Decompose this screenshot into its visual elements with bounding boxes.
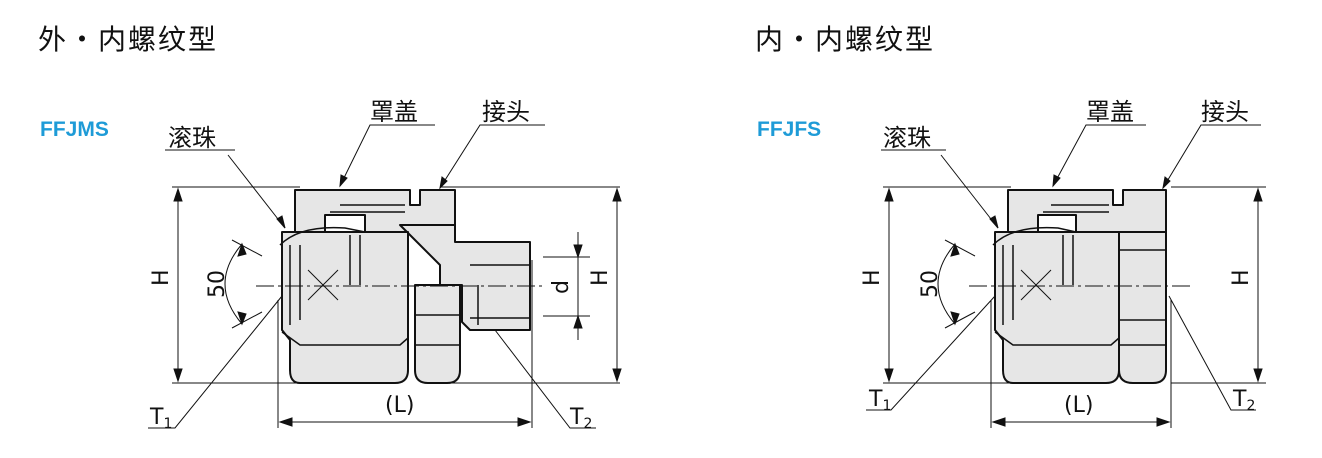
label-fitting: 接头 xyxy=(1201,98,1249,126)
dim-l: (L) xyxy=(385,393,414,418)
label-t1-sub: 1 xyxy=(163,416,172,432)
fitting-details xyxy=(992,204,1166,346)
dim-angle: 50 xyxy=(205,270,230,298)
dimension-h-left xyxy=(173,187,183,383)
label-t1: T1 xyxy=(868,387,891,414)
panel-title: 外・内螺纹型 xyxy=(38,23,219,56)
dim-h-right: H xyxy=(588,269,613,286)
angle-arc xyxy=(937,239,976,329)
leader-lines xyxy=(866,124,1261,411)
dimension-h-left xyxy=(884,187,894,383)
extension-lines xyxy=(172,186,620,428)
label-cap: 罩盖 xyxy=(1086,98,1134,126)
dimension-l xyxy=(991,417,1171,427)
dim-h-left: H xyxy=(860,269,885,286)
model-code: FFJFS xyxy=(757,118,822,141)
label-t2: T2 xyxy=(1232,387,1255,414)
label-t2-sub: 2 xyxy=(583,416,592,432)
label-t2: T2 xyxy=(569,405,592,432)
panel-female-female: 内・内螺纹型 FFJFS H H (L) xyxy=(661,0,1322,458)
ffjfs-drawing: H H (L) 50 xyxy=(860,98,1266,428)
label-cap: 罩盖 xyxy=(370,98,418,126)
dimension-h-right xyxy=(612,187,622,383)
label-t2-sub: 2 xyxy=(1246,398,1255,414)
label-t1-sub: 1 xyxy=(882,398,891,414)
label-t1-main: T xyxy=(868,387,883,412)
extension-lines xyxy=(883,186,1266,428)
label-t1: T1 xyxy=(149,405,172,432)
dimension-h-right xyxy=(1253,187,1263,383)
fitting-details xyxy=(279,204,530,346)
label-t2-main: T xyxy=(1232,387,1247,412)
panel-title: 内・内螺纹型 xyxy=(755,23,936,56)
dimension-d xyxy=(573,232,583,340)
leader-lines xyxy=(148,124,596,429)
dim-d: d xyxy=(549,280,574,294)
panel-male-female: 外・内螺纹型 FFJMS H H xyxy=(38,23,622,432)
dim-h-left: H xyxy=(149,269,174,286)
label-t2-main: T xyxy=(569,405,584,430)
dim-angle: 50 xyxy=(918,270,943,298)
dimension-l xyxy=(278,417,532,427)
label-ball: 滚珠 xyxy=(168,124,216,152)
angle-arc xyxy=(224,239,263,329)
dim-h-right: H xyxy=(1229,269,1254,286)
label-ball: 滚珠 xyxy=(883,124,931,152)
model-code: FFJMS xyxy=(40,118,109,141)
label-t1-main: T xyxy=(149,405,164,430)
label-fitting: 接头 xyxy=(482,98,530,126)
ffjms-drawing: H H d (L) 50 xyxy=(148,98,622,432)
dim-l: (L) xyxy=(1064,393,1093,418)
